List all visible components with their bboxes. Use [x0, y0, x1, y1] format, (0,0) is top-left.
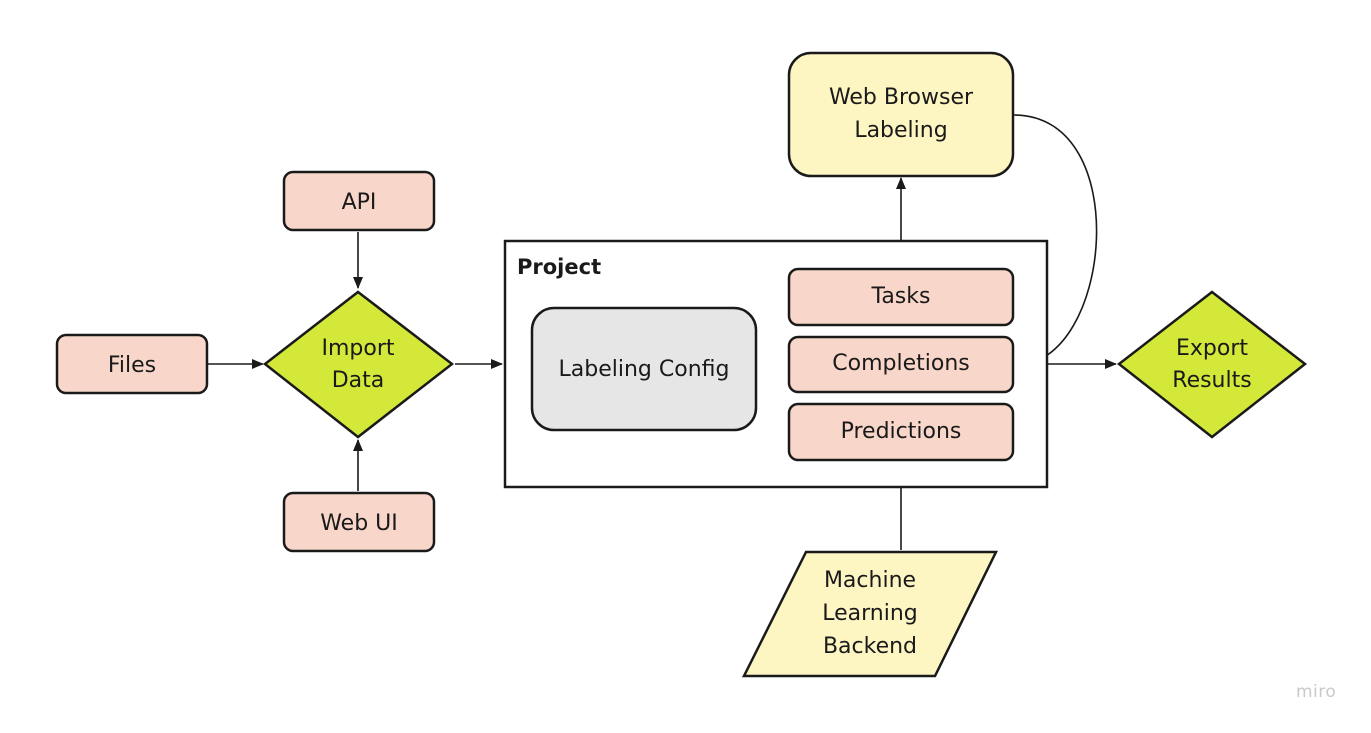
node-labeling-config: Labeling Config	[530, 306, 758, 432]
edge-browser-to-completions	[1013, 114, 1098, 370]
node-files: Files	[55, 333, 209, 395]
node-web-browser-labeling: Web Browser Labeling	[787, 51, 1015, 178]
project-title: Project	[517, 255, 601, 279]
api-label: API	[342, 190, 377, 215]
web-browser-line-2: Labeling	[854, 118, 947, 143]
export-results-line-2: Results	[1172, 368, 1251, 393]
web-browser-line-1: Web Browser	[829, 85, 974, 110]
web-ui-label: Web UI	[320, 511, 398, 536]
completions-label: Completions	[832, 351, 969, 376]
files-label: Files	[108, 353, 156, 378]
tasks-label: Tasks	[871, 284, 931, 309]
node-api: API	[282, 170, 436, 232]
node-export-results: Export Results	[1116, 290, 1308, 439]
ml-backend-line-2: Learning	[822, 601, 918, 626]
import-data-line-1: Import	[321, 336, 394, 361]
predictions-label: Predictions	[841, 419, 962, 444]
export-results-line-1: Export	[1176, 336, 1248, 361]
ml-backend-line-3: Backend	[823, 634, 917, 659]
node-completions: Completions	[787, 335, 1015, 394]
miro-watermark: miro	[1296, 682, 1336, 702]
node-predictions: Predictions	[787, 402, 1015, 462]
node-web-ui: Web UI	[282, 491, 436, 553]
ml-backend-line-1: Machine	[824, 568, 916, 593]
import-data-line-2: Data	[332, 368, 385, 393]
node-import-data: Import Data	[262, 290, 455, 439]
node-ml-backend: Machine Learning Backend	[741, 550, 999, 678]
node-tasks: Tasks	[787, 267, 1015, 327]
labeling-config-label: Labeling Config	[559, 357, 730, 382]
